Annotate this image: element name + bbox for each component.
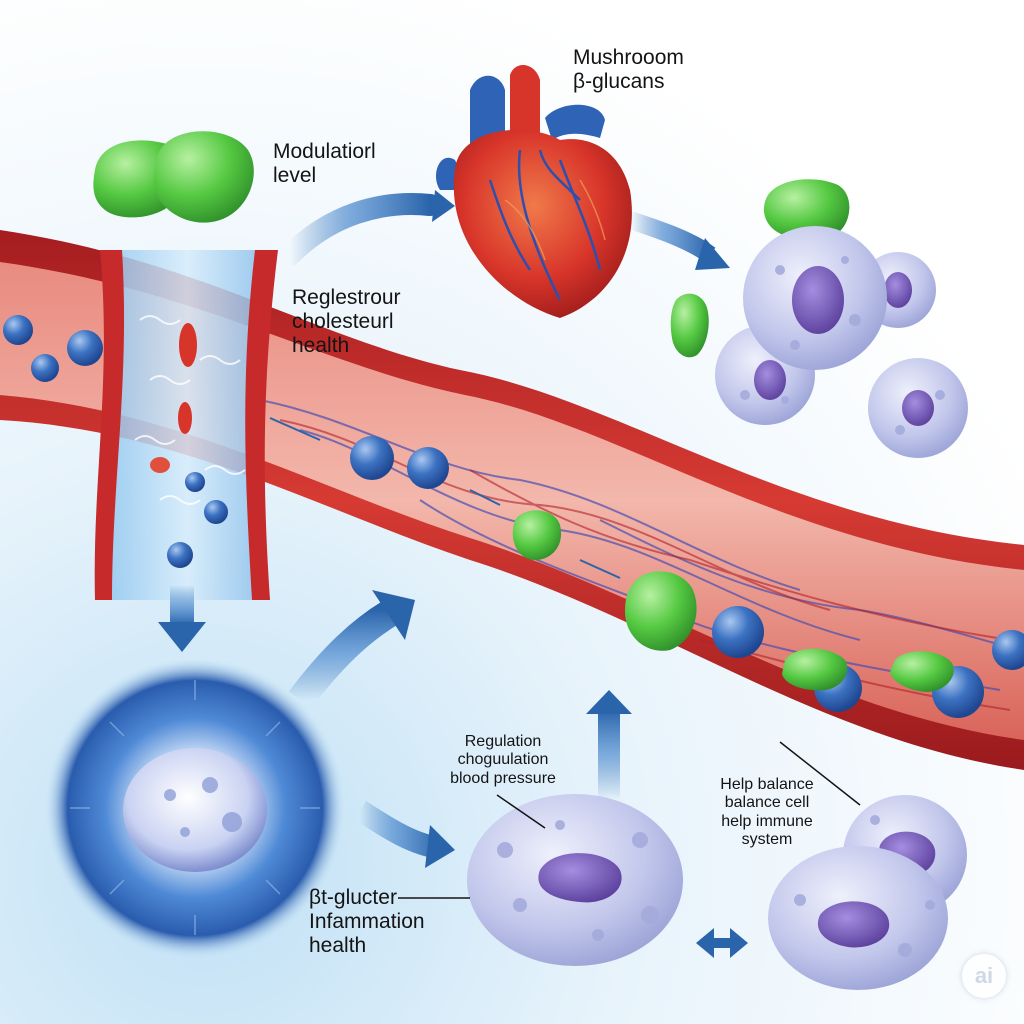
label-mushroom-beta-glucans: Mushrooom β-glucans [573,46,684,94]
arrow-down-left [170,585,194,625]
label-line: Infammation [309,910,425,934]
label-line: Mushrooom [573,46,684,69]
large-glowing-cell [45,658,345,958]
label-line: health [309,934,367,958]
label-line: Modulatiorl [273,140,376,163]
label-modulation-level: Modulatiorl level [273,140,376,188]
label-line: help immune [721,812,813,830]
flow-arrows [158,190,748,958]
arrow-to-heart [279,193,441,266]
green-glucan-particles [93,131,954,692]
label-line: health [292,334,350,358]
label-line: βt-glucter [309,886,397,909]
ai-watermark-icon: ai [962,954,1006,998]
label-line: β-glucans [573,70,665,94]
watermark-text: ai [974,963,994,988]
label-line: system [741,831,793,849]
blue-blood-cells [3,315,1024,718]
heart-icon [435,64,632,318]
immune-cell-cluster-bottom-right [768,795,967,990]
double-arrow [696,928,748,958]
label-immune-system: Help balance balance cell help immune sy… [692,776,842,850]
immune-cell-center-bottom [467,794,683,966]
label-line: Help balance [720,776,814,793]
pointer-lines [398,741,861,899]
label-cholesterol-health: Reglestrour cholesteurl health [292,286,401,358]
label-regulation-blood-pressure: Regulation choguulation blood pressure [418,733,588,788]
label-line: balance cell [724,794,810,812]
arrow-up-center [288,597,403,709]
label-line: Regulation [464,733,542,750]
label-line: blood pressure [450,769,556,787]
immune-cell-cluster-top [715,226,968,458]
label-line: choguulation [457,751,549,769]
label-inflammation-health: βt-glucter Infammation health [309,886,425,958]
label-line: cholesteurl [292,310,394,334]
label-line: Reglestrour [292,286,401,309]
vertical-vessel [94,250,278,600]
inner-arrows [269,417,621,579]
arrow-up-right [598,710,620,800]
label-line: level [273,164,317,188]
